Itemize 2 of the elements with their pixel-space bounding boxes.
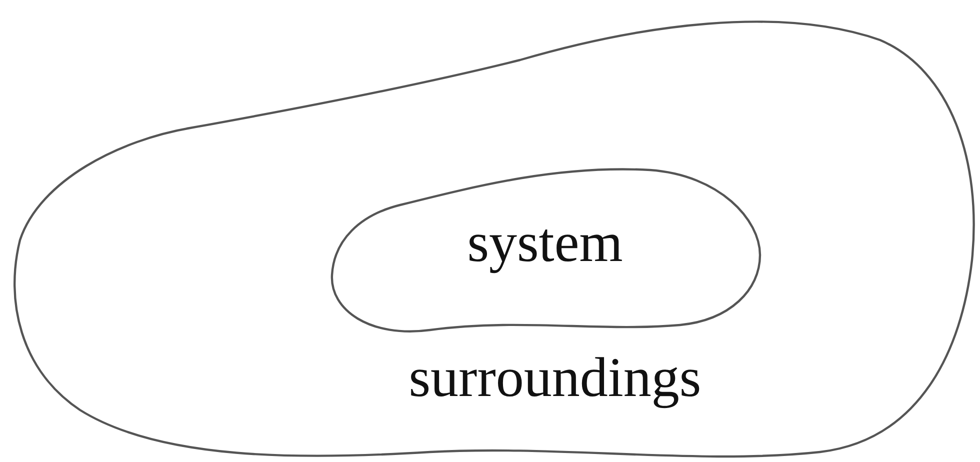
region-label: surroundings: [408, 350, 702, 406]
region-label: system: [466, 215, 624, 271]
